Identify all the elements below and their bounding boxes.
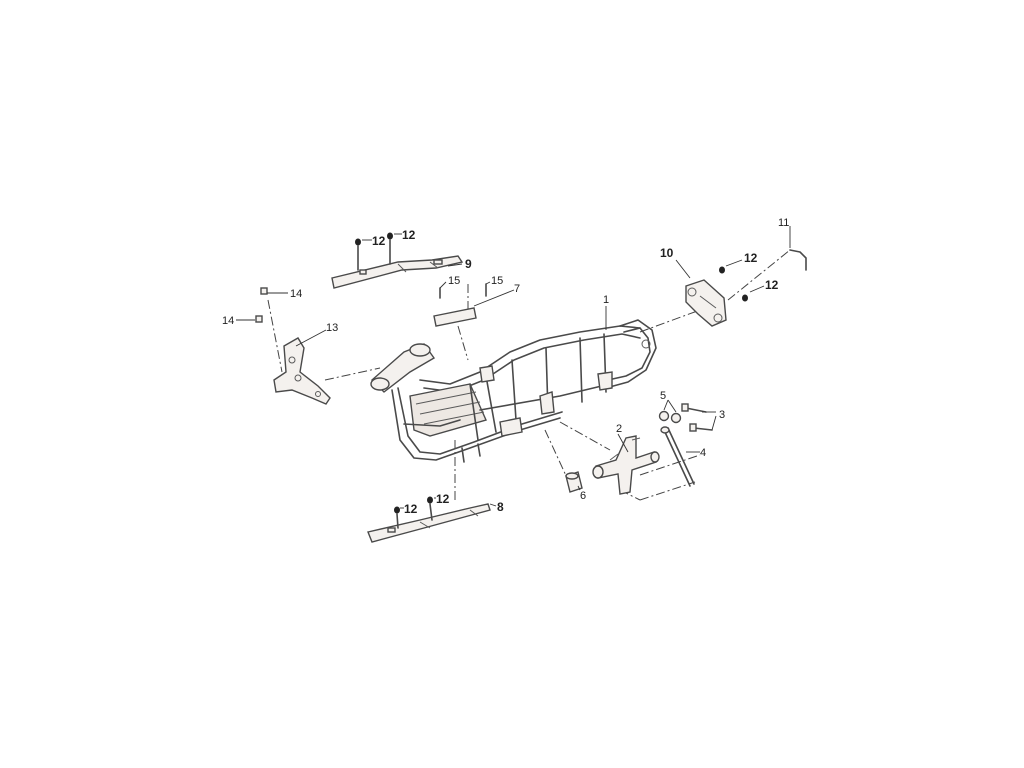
- label-part-1: 1: [603, 294, 609, 306]
- part-13-bracket-plate: [273, 337, 331, 405]
- part-9-upper-bracket: [331, 255, 464, 289]
- part-labels: 1 2 3 4 5 6 7 8 9 10 11 12 12 12 12 12 1…: [222, 217, 789, 516]
- label-part-12-bottom-right: 12: [436, 492, 450, 506]
- label-part-12-top-left: 12: [372, 234, 386, 248]
- part-14-bolts: [255, 287, 268, 323]
- part-12-bolts: [355, 232, 748, 529]
- label-part-14-left: 14: [222, 315, 234, 327]
- part-2-engine-mount: [592, 435, 660, 495]
- part-1-main-frame: [370, 319, 657, 463]
- label-part-15-right: 15: [491, 275, 503, 287]
- label-part-12-top-right: 12: [402, 228, 416, 242]
- label-part-6: 6: [580, 490, 586, 502]
- part-5-nuts: [658, 410, 682, 424]
- label-part-5: 5: [660, 390, 666, 402]
- label-part-4: 4: [700, 447, 706, 459]
- label-part-8: 8: [497, 500, 504, 514]
- label-part-12-bottom-left: 12: [404, 502, 418, 516]
- label-part-9: 9: [465, 257, 472, 271]
- label-part-11: 11: [778, 217, 789, 229]
- label-part-12-hanger-bottom: 12: [765, 278, 779, 292]
- leader-lines: [236, 226, 791, 509]
- label-part-13: 13: [326, 322, 338, 334]
- part-15-pins: [439, 283, 487, 299]
- part-8-lower-bracket: [367, 503, 491, 543]
- label-part-3: 3: [719, 409, 725, 421]
- label-part-2: 2: [616, 423, 622, 435]
- label-part-10: 10: [660, 246, 674, 260]
- part-3-bolts: [681, 403, 713, 432]
- label-part-15-left: 15: [448, 275, 460, 287]
- label-part-7: 7: [514, 283, 520, 295]
- part-7-plate: [433, 307, 477, 327]
- part-10-engine-hanger: [685, 279, 727, 327]
- label-part-12-hanger-top: 12: [744, 251, 758, 265]
- part-4-long-pin: [660, 426, 695, 487]
- part-11-hook: [789, 249, 807, 271]
- label-part-14-top: 14: [290, 288, 302, 300]
